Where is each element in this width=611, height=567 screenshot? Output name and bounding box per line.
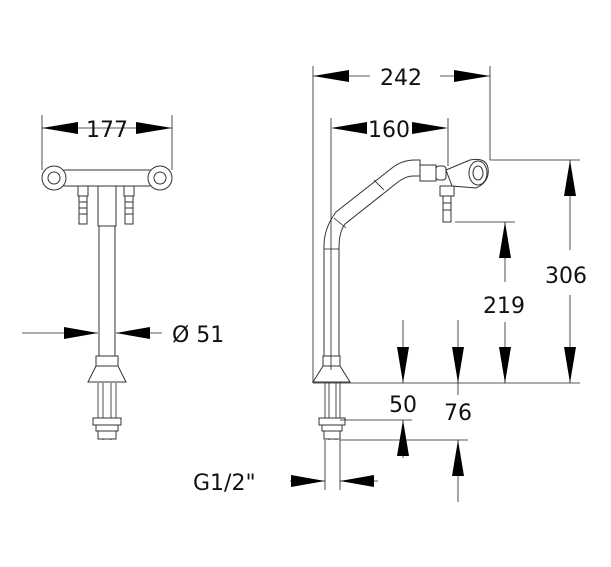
height-total-label: 306 (545, 264, 587, 289)
shank-label-50: 50 (389, 393, 417, 418)
dimension-76: 76 (444, 320, 472, 502)
reach-spout-label: 160 (368, 118, 410, 143)
dimension-306: 306 (545, 160, 587, 383)
thread-label: G1/2" (193, 471, 256, 496)
dimension-160: 160 (331, 118, 448, 143)
height-outlet-label: 219 (483, 294, 525, 319)
reach-total-label: 242 (380, 66, 422, 91)
shank-label-76: 76 (444, 401, 472, 426)
dimension-219: 219 (483, 222, 525, 383)
dimension-242: 242 (313, 66, 490, 91)
dimension-177: 177 (42, 118, 172, 143)
width-label: 177 (86, 118, 128, 143)
dimension-diameter: Ø 51 (22, 323, 224, 348)
dimension-50: 50 (389, 320, 417, 458)
dimension-thread: G1/2" (193, 471, 378, 496)
diameter-label: Ø 51 (172, 323, 224, 348)
side-view-faucet (312, 158, 489, 440)
front-view-faucet (41, 115, 173, 440)
